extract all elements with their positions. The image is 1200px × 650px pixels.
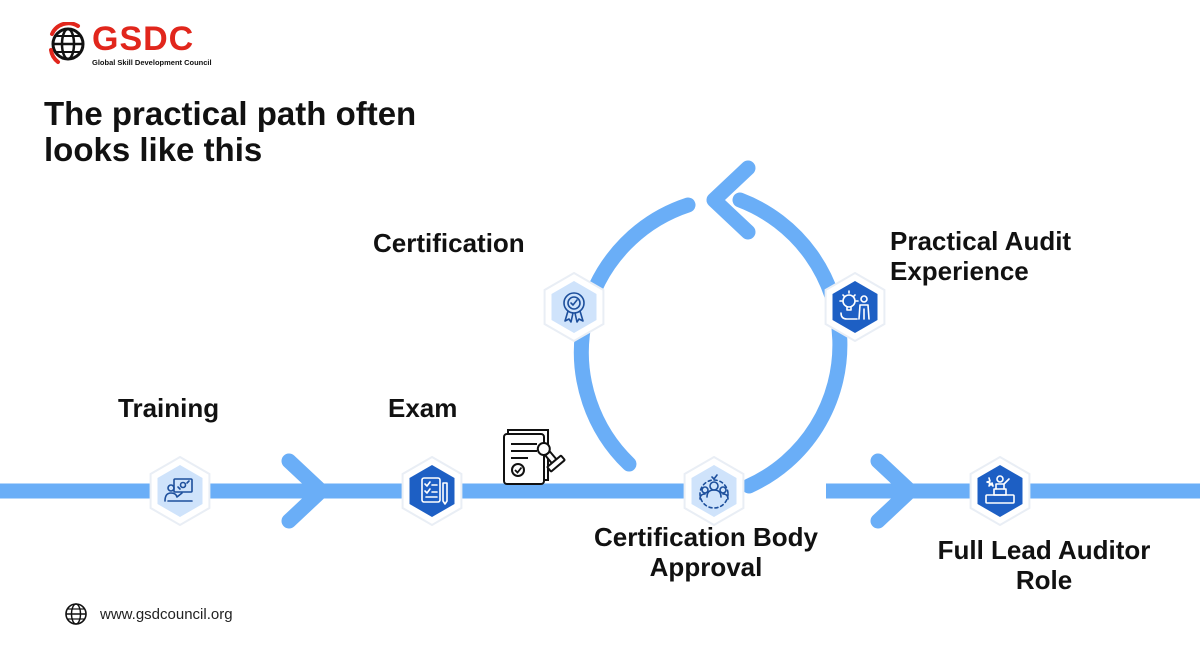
globe-icon xyxy=(65,603,87,625)
label-certification-body-line1: Certification Body xyxy=(594,522,818,552)
node-training xyxy=(149,455,211,527)
globe-logo-icon xyxy=(49,21,85,64)
node-lead-auditor xyxy=(969,455,1031,527)
label-practical-audit-line1: Practical Audit xyxy=(890,226,1072,256)
title-line-2: looks like this xyxy=(44,131,263,168)
podium-icon xyxy=(985,475,1015,504)
logo-subtitle: Global Skill Development Council xyxy=(92,58,212,67)
label-lead-auditor: Full Lead Auditor Role xyxy=(910,535,1178,595)
page-title: The practical path often looks like this xyxy=(44,96,564,168)
presentation-icon xyxy=(164,478,193,502)
arrow-chevron-2 xyxy=(870,453,918,529)
label-training: Training xyxy=(118,393,219,423)
label-lead-auditor-line2: Role xyxy=(1015,565,1073,595)
document-stamp-icon xyxy=(503,429,566,485)
label-practical-audit-line2: Experience xyxy=(890,256,1029,286)
footer: www.gsdcouncil.org xyxy=(64,602,233,626)
step-nodes xyxy=(149,271,1031,527)
label-exam: Exam xyxy=(388,393,457,423)
title-line-1: The practical path often xyxy=(44,95,417,132)
flow-arrows xyxy=(281,160,918,529)
node-practical-audit xyxy=(824,271,886,343)
logo-text: GSDC xyxy=(92,20,195,58)
idea-person-icon xyxy=(839,290,870,320)
arrow-chevron-1 xyxy=(281,453,329,529)
loop-arrow-chevron xyxy=(706,160,756,240)
exam-sheet-icon xyxy=(421,477,448,505)
label-certification-body-line2: Approval xyxy=(649,552,763,582)
loop-arc-left xyxy=(573,197,696,472)
node-certification-body xyxy=(683,455,745,527)
team-icon xyxy=(699,474,729,509)
label-certification-text: Certification xyxy=(373,228,525,258)
gsdc-logo: GSDC Global Skill Development Council xyxy=(48,20,218,74)
label-training-text: Training xyxy=(118,393,220,423)
label-lead-auditor-line1: Full Lead Auditor xyxy=(937,535,1151,565)
label-certification-body: Certification Body Approval xyxy=(566,522,846,582)
award-ribbon-icon xyxy=(563,292,585,323)
node-exam xyxy=(401,455,463,527)
loop-arc-right xyxy=(732,192,848,494)
label-exam-text: Exam xyxy=(388,393,458,423)
label-practical-audit: Practical Audit Experience xyxy=(890,226,1071,286)
node-certification xyxy=(543,271,605,343)
label-certification: Certification xyxy=(373,228,525,258)
website-link[interactable]: www.gsdcouncil.org xyxy=(100,605,233,623)
